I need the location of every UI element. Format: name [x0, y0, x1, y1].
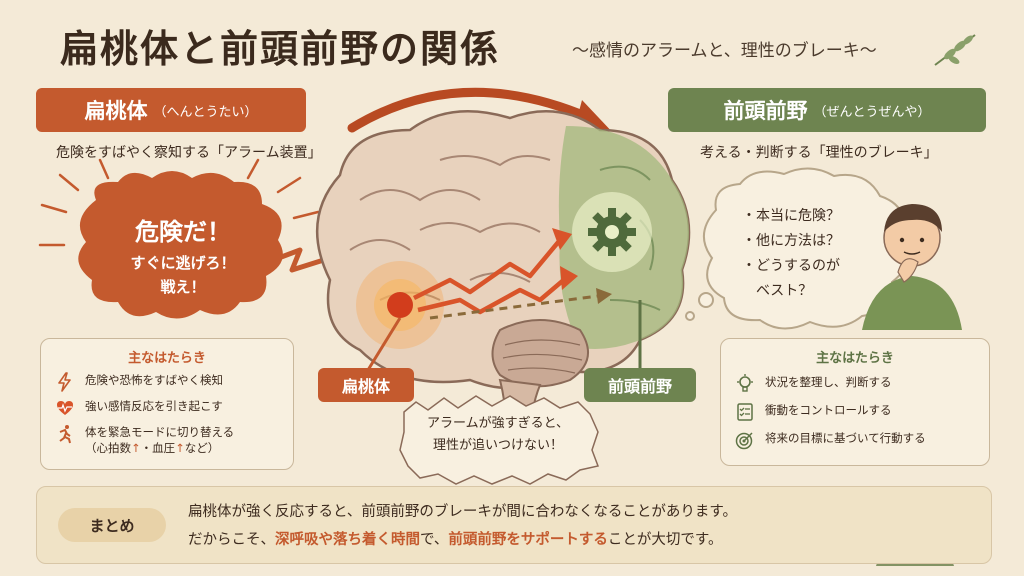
summary-box [36, 486, 992, 564]
burst-line-1: 危険だ！ [135, 217, 231, 246]
amygdala-banner: 扁桃体 （へんとうたい） [36, 88, 306, 132]
thought-line-3: ・どうするのが [742, 258, 840, 274]
checklist-icon [737, 403, 753, 421]
prefrontal-banner-reading: （ぜんとうぜんや） [813, 104, 931, 120]
amygdala-dot [387, 292, 413, 318]
thought-text: ・本当に危険？ ・他に方法は？ ・どうするのが ベスト？ [742, 204, 942, 340]
prefrontal-brain-label: 前頭前野 [584, 368, 696, 402]
amygdala-function-3: 体を緊急モードに切り替える （心拍数↑・血圧↑など） [85, 425, 235, 455]
alarm-rays [38, 158, 320, 247]
list-item: 将来の目標に基づいて行動する [721, 430, 989, 450]
list-item: 衝動をコントロールする [721, 402, 989, 422]
summary-tag: まとめ [58, 508, 166, 542]
summary-line-1: 扁桃体が強く反応すると、前頭前野のブレーキが間に合わなくなることがあります。 [188, 504, 737, 520]
summary-highlight-2: 前頭前野をサポートする [448, 532, 608, 548]
alarm-burst-text: 危険だ！ すぐに逃げろ！ 戦え！ [76, 182, 290, 328]
lightbulb-icon [737, 374, 753, 392]
speech-text: アラームが強すぎると、 理性が追いつけない！ [400, 400, 596, 470]
thought-line-2: ・他に方法は？ [742, 233, 840, 249]
prefrontal-functions-heading: 主なはたらき [816, 351, 894, 366]
thought-line-1: ・本当に危険？ [742, 208, 840, 224]
page-subtitle: 〜感情のアラームと、理性のブレーキ〜 [572, 41, 877, 61]
list-item: 強い感情反応を引き起こす [41, 398, 293, 418]
prefrontal-function-1: 状況を整理し、判断する [765, 375, 892, 389]
running-person-icon [59, 425, 71, 444]
thought-line-4: ベスト？ [742, 283, 813, 299]
amygdala-description: 危険をすばやく察知する「アラーム装置」 [56, 145, 322, 161]
prefrontal-function-3: 将来の目標に基づいて行動する [765, 431, 926, 445]
leaf-sprig-icon [934, 34, 976, 66]
alarm-burst [78, 171, 283, 319]
speech-bubble [399, 395, 600, 485]
gear-icon [588, 208, 636, 256]
thinking-person-icon [862, 204, 962, 330]
list-item: 危険や恐怖をすばやく検知 [41, 372, 293, 392]
prefrontal-function-2: 衝動をコントロールする [765, 403, 892, 417]
list-item: 体を緊急モードに切り替える （心拍数↑・血圧↑など） [41, 424, 293, 456]
amygdala-functions-panel: 主なはたらき 危険や恐怖をすばやく検知 強い感情反応を引き起こす 体を緊急モード… [40, 338, 294, 470]
prefrontal-banner: 前頭前野 （ぜんとうぜんや） [668, 88, 986, 132]
signal-arrow [347, 87, 595, 133]
burst-line-3: 戦え！ [160, 277, 206, 296]
burst-line-2: すぐに逃げろ！ [130, 253, 236, 272]
amygdala-function-1: 危険や恐怖をすばやく検知 [85, 373, 223, 387]
amygdala-functions-heading: 主なはたらき [128, 351, 206, 366]
speech-line-2: 理性が追いつけない！ [432, 438, 563, 453]
amygdala-banner-title: 扁桃体 [84, 99, 148, 123]
summary-line-2: だからこそ、深呼吸や落ち着く時間で、前頭前野をサポートすることが大切です。 [188, 532, 723, 548]
brain-folds [349, 155, 551, 301]
prefrontal-functions-panel: 主なはたらき 状況を整理し、判断する 衝動をコントロールする 将来の目標に基づい… [720, 338, 990, 466]
speech-line-1: アラームが強すぎると、 [426, 416, 570, 431]
summary-highlight-1: 深呼吸や落ち着く時間 [275, 532, 420, 548]
heartbeat-icon [57, 401, 73, 415]
cerebellum [491, 319, 589, 388]
target-icon [735, 432, 753, 450]
prefrontal-description: 考える・判断する「理性のブレーキ」 [700, 145, 938, 161]
amygdala-function-2: 強い感情反応を引き起こす [85, 399, 223, 413]
list-item: 状況を整理し、判断する [721, 374, 989, 394]
amygdala-banner-reading: （へんとうたい） [153, 104, 258, 120]
lightning-icon [58, 372, 71, 392]
prefrontal-banner-title: 前頭前野 [723, 99, 808, 123]
lightning-icon [267, 247, 331, 273]
page-title: 扁桃体と前頭前野の関係 [60, 27, 501, 71]
amygdala-brain-label: 扁桃体 [318, 368, 414, 402]
